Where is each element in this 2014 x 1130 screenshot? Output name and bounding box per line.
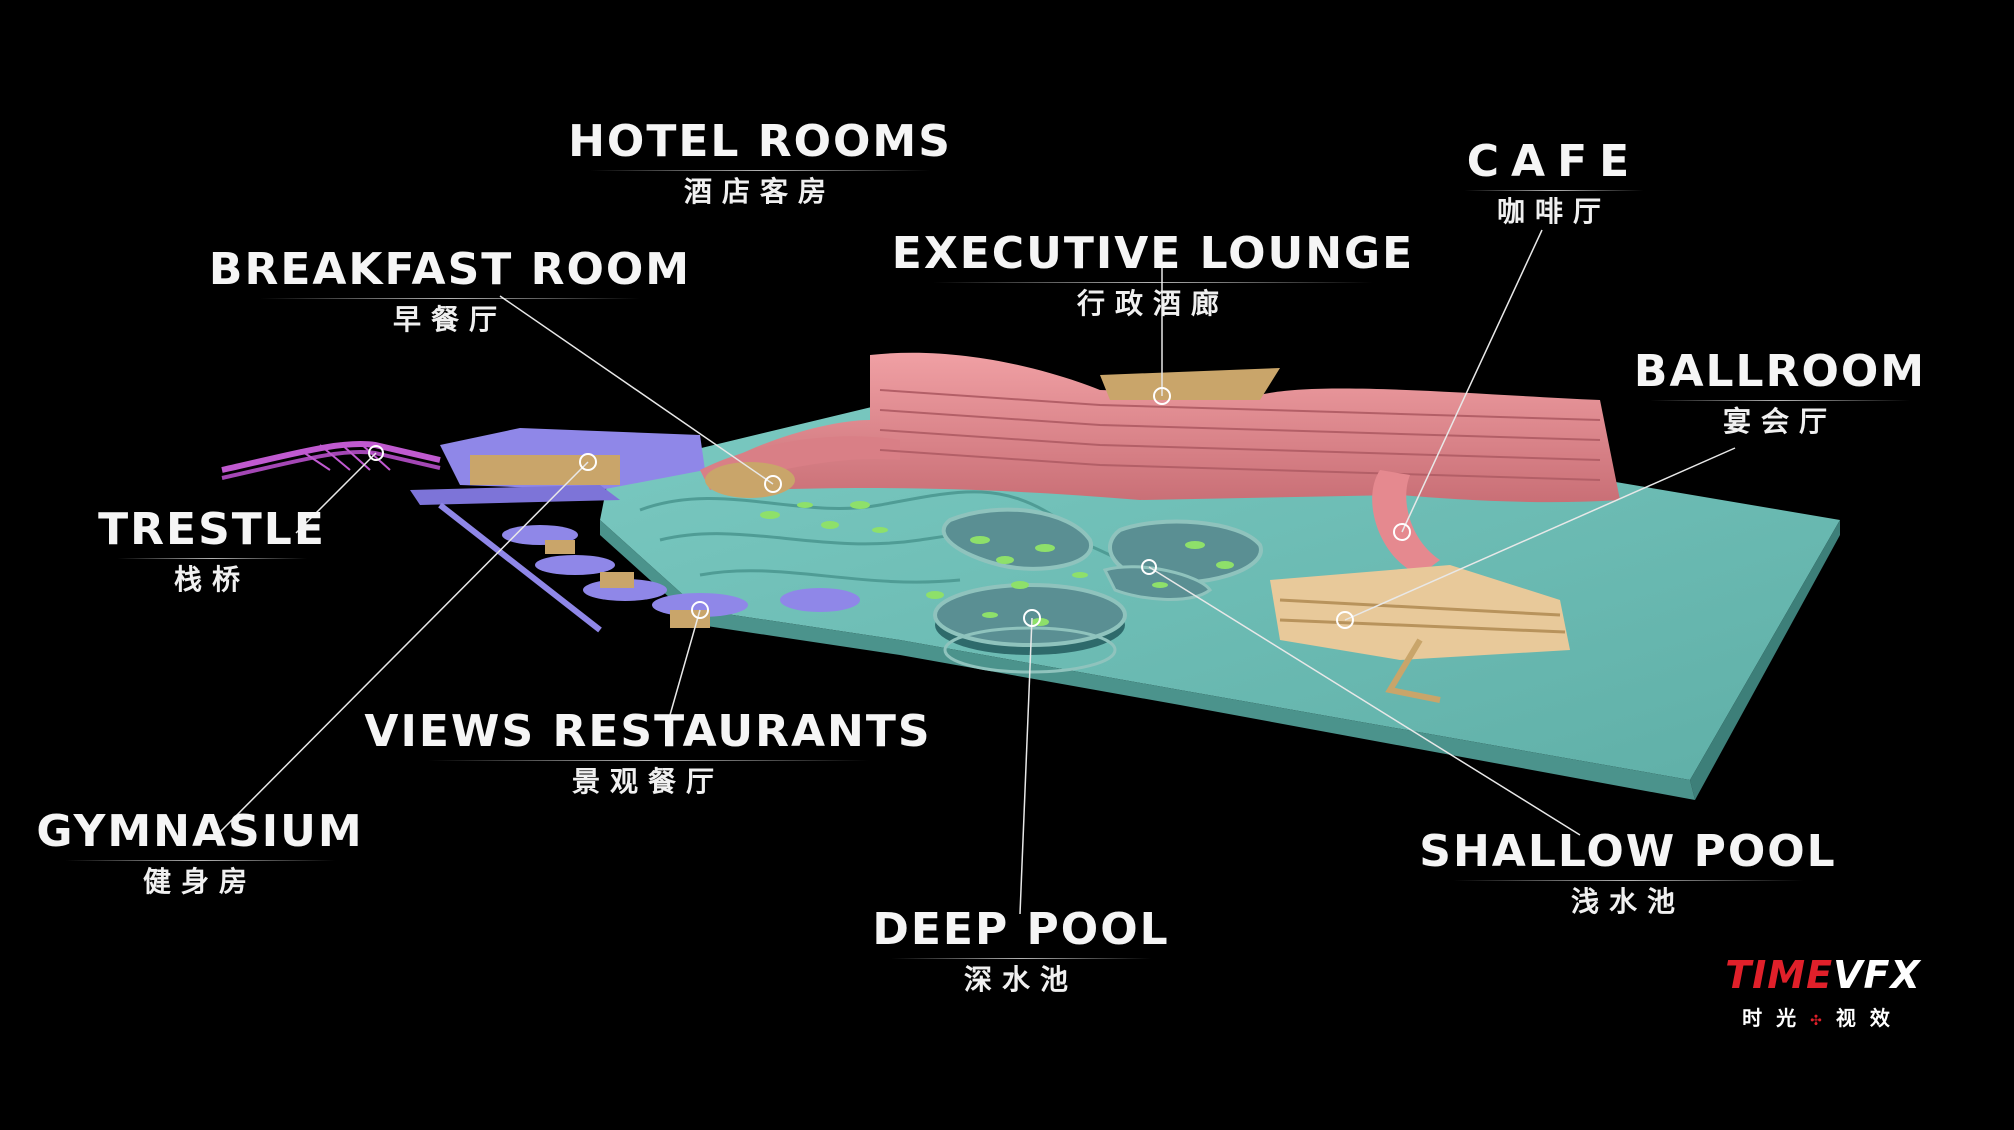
label-hotel-rooms-zh: 酒店客房 — [683, 175, 837, 209]
brand-subtitle-b: 视效 — [1835, 1006, 1904, 1030]
label-executive-lounge-zh: 行政酒廊 — [1076, 287, 1229, 321]
label-breakfast-room-zh: 早餐厅 — [392, 303, 507, 337]
label-divider — [260, 298, 640, 300]
label-divider — [933, 282, 1373, 284]
label-cafe-zh: 咖啡厅 — [1496, 195, 1611, 229]
trestle-structure — [221, 441, 441, 480]
label-deep-pool: DEEP POOL 深水池 — [872, 904, 1170, 997]
label-divider — [589, 170, 930, 172]
callout-markers — [368, 387, 1411, 629]
label-ballroom-en: BALLROOM — [1633, 346, 1927, 397]
label-cafe: CAFE 咖啡厅 — [1464, 136, 1644, 229]
brand-wordmark: TIMEVFX — [1718, 956, 1928, 994]
label-deep-pool-en: DEEP POOL — [872, 904, 1170, 955]
label-views-restaurants: VIEWS RESTAURANTS 景观餐厅 — [364, 706, 932, 799]
label-trestle-en: TRESTLE — [98, 504, 326, 555]
label-executive-lounge-en: EXECUTIVE LOUNGE — [891, 228, 1415, 279]
hotel-building — [700, 352, 1620, 575]
label-ballroom-zh: 宴会厅 — [1722, 405, 1838, 439]
label-divider — [1649, 400, 1910, 402]
label-divider — [1452, 880, 1803, 882]
label-shallow-pool: SHALLOW POOL 浅水池 — [1419, 826, 1837, 919]
restaurants-block — [410, 428, 860, 633]
label-trestle-zh: 栈桥 — [173, 563, 250, 597]
label-hotel-rooms-en: HOTEL ROOMS — [568, 116, 952, 167]
label-divider — [65, 860, 335, 862]
brand-subtitle-a: 时光 — [1742, 1006, 1811, 1030]
label-divider — [117, 558, 307, 560]
label-cafe-en: CAFE — [1466, 136, 1642, 187]
label-gymnasium: GYMNASIUM 健身房 — [36, 806, 364, 899]
callout-lines — [213, 229, 1736, 915]
label-divider — [890, 958, 1151, 960]
brand-mark-icon: ✣ — [1810, 1013, 1836, 1029]
label-views-restaurants-zh: 景观餐厅 — [571, 765, 725, 799]
label-breakfast-room: BREAKFAST ROOM 早餐厅 — [208, 244, 692, 337]
label-executive-lounge: EXECUTIVE LOUNGE 行政酒廊 — [891, 228, 1415, 321]
label-views-restaurants-en: VIEWS RESTAURANTS — [364, 706, 932, 757]
brand-wordmark-vfx: VFX — [1833, 953, 1921, 997]
label-trestle: TRESTLE 栈桥 — [98, 504, 326, 597]
lily-pads — [760, 501, 1234, 626]
upper-pool-shape — [941, 507, 1263, 601]
brand-logo: TIMEVFX 时光✣视效 — [1718, 956, 1928, 1031]
ballroom-building — [1270, 565, 1570, 703]
label-hotel-rooms: HOTEL ROOMS 酒店客房 — [568, 116, 952, 209]
brand-subtitle: 时光✣视效 — [1718, 1002, 1928, 1031]
label-divider — [1464, 190, 1644, 192]
label-divider — [427, 760, 868, 762]
label-shallow-pool-zh: 浅水池 — [1570, 885, 1686, 919]
label-deep-pool-zh: 深水池 — [963, 963, 1079, 997]
label-gymnasium-en: GYMNASIUM — [36, 806, 364, 857]
label-gymnasium-zh: 健身房 — [142, 865, 257, 899]
label-shallow-pool-en: SHALLOW POOL — [1419, 826, 1837, 877]
label-ballroom: BALLROOM 宴会厅 — [1633, 346, 1927, 439]
label-breakfast-room-en: BREAKFAST ROOM — [208, 244, 692, 295]
brand-wordmark-time: TIME — [1725, 953, 1834, 997]
